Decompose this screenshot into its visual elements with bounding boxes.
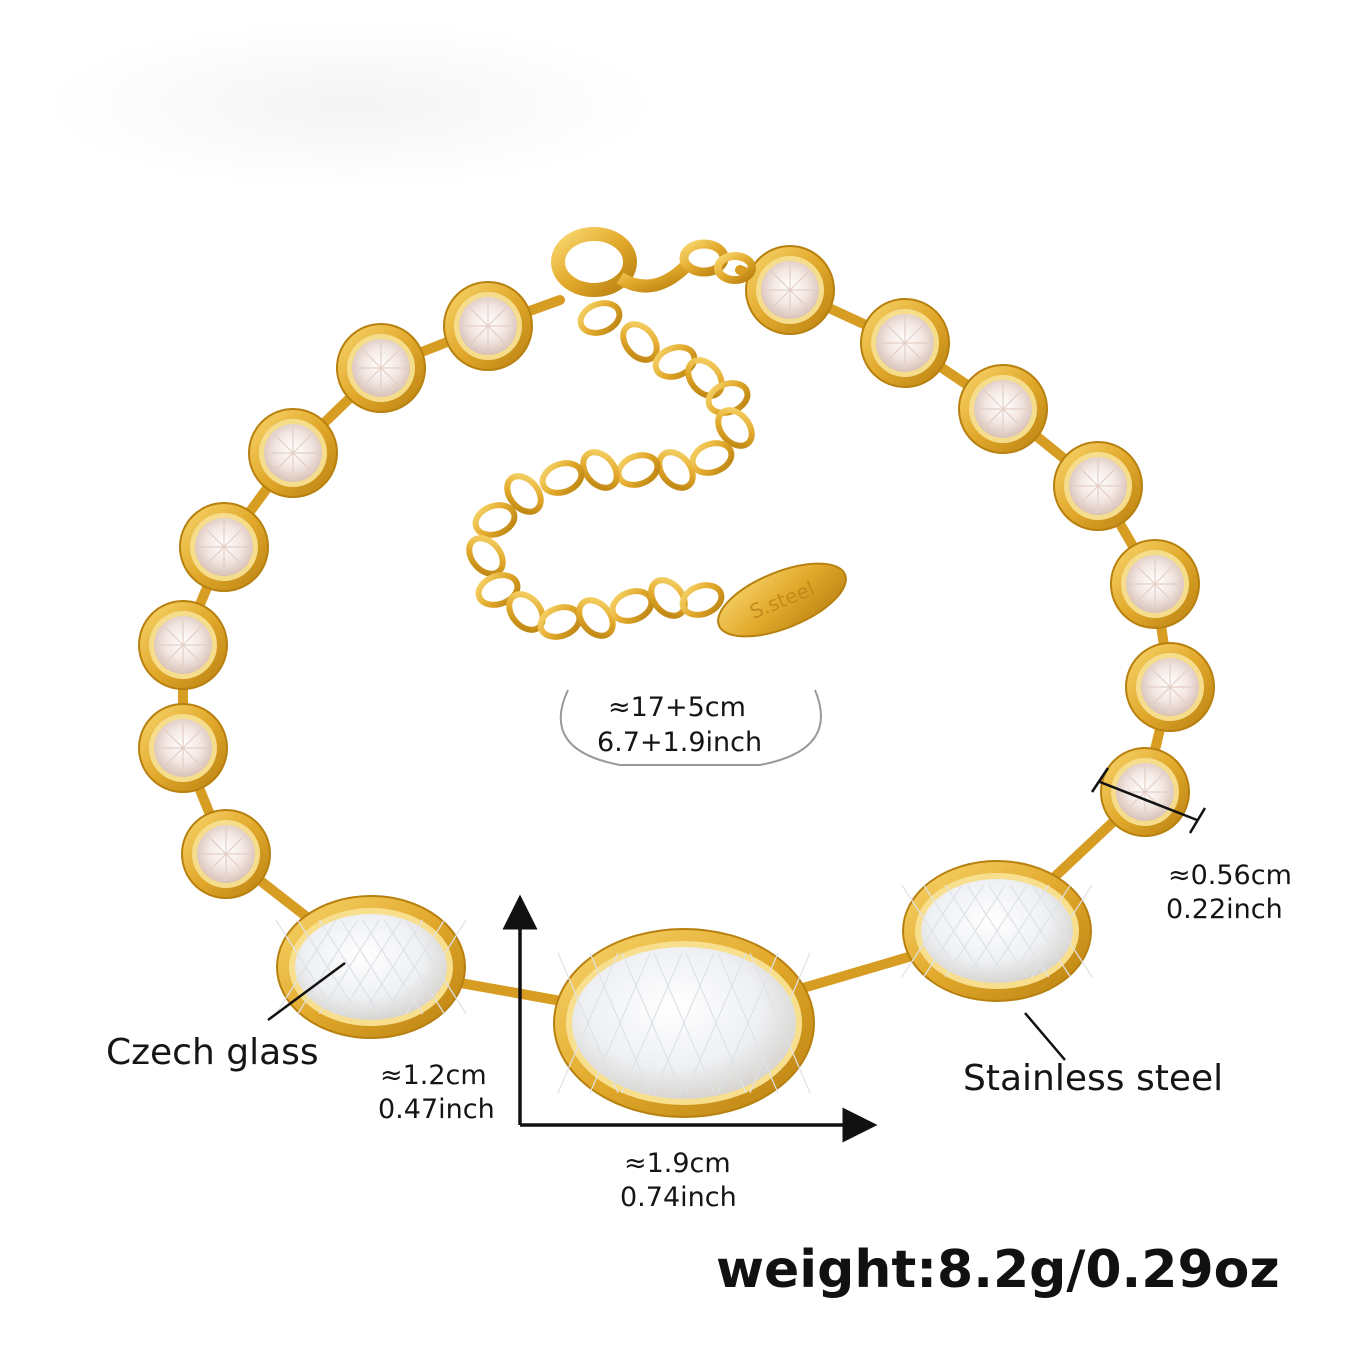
extender-link <box>620 321 660 363</box>
extender-link <box>504 473 544 515</box>
extender-link <box>656 449 696 491</box>
extender-link <box>685 357 725 399</box>
lobster-clasp <box>551 227 756 297</box>
extender-link <box>537 604 583 640</box>
extender-link <box>577 300 623 336</box>
round-stone <box>860 298 950 388</box>
weight-label: weight:8.2g/0.29oz <box>716 1240 1280 1300</box>
czech-glass-pointer <box>267 961 346 1022</box>
oval-stones <box>275 860 1093 1118</box>
oval-glass-stone <box>553 928 815 1118</box>
round-stone <box>1110 539 1200 629</box>
extender-link <box>652 344 698 380</box>
extender-link <box>475 572 521 608</box>
small-stone-size-inch: 0.22inch <box>1166 894 1283 925</box>
material-label-stainless-steel: Stainless steel <box>963 1058 1224 1099</box>
round-stone <box>1053 441 1143 531</box>
extender-link <box>715 407 755 449</box>
round-stone <box>138 703 228 793</box>
round-stone <box>138 600 228 690</box>
oval-height-inch: 0.47inch <box>378 1094 495 1125</box>
round-stone <box>248 408 338 498</box>
oval-glass-stone <box>901 860 1093 1002</box>
extender-link <box>576 597 616 639</box>
round-stone <box>958 364 1048 454</box>
oval-glass-stone <box>275 895 467 1039</box>
length-ellipse-outline <box>559 689 822 766</box>
length-label-inch: 6.7+1.9inch <box>597 727 763 758</box>
stainless-steel-pointer <box>1024 1012 1066 1061</box>
oval-width-cm: ≈1.9cm <box>624 1148 731 1179</box>
extender-link <box>648 577 688 619</box>
round-stone <box>1125 642 1215 732</box>
oval-height-cm: ≈1.2cm <box>380 1060 487 1091</box>
small-stone-dim-tick-left <box>1090 767 1110 793</box>
round-stone <box>336 323 426 413</box>
round-stones <box>138 245 1215 899</box>
faded-background-text <box>40 20 660 190</box>
round-stone <box>181 809 271 899</box>
extender-link <box>689 440 735 476</box>
small-stone-dim-line <box>1099 780 1198 822</box>
extender-link <box>539 460 585 496</box>
material-label-czech-glass: Czech glass <box>106 1032 319 1073</box>
small-stone-size-cm: ≈0.56cm <box>1168 860 1292 891</box>
round-stone <box>745 245 835 335</box>
oval-width-inch: 0.74inch <box>620 1182 737 1213</box>
round-stone <box>443 281 533 371</box>
length-label-cm: ≈17+5cm <box>608 692 746 723</box>
extender-link <box>615 452 661 488</box>
extender-link <box>580 449 620 491</box>
extender-link <box>466 535 506 577</box>
extender-chain <box>466 300 755 640</box>
steel-tag: S.steel <box>717 562 847 638</box>
extender-link <box>679 582 725 618</box>
round-stone <box>179 502 269 592</box>
round-stone <box>1100 747 1190 837</box>
extender-link <box>472 502 518 538</box>
small-stone-dim-tick-right <box>1188 807 1207 834</box>
